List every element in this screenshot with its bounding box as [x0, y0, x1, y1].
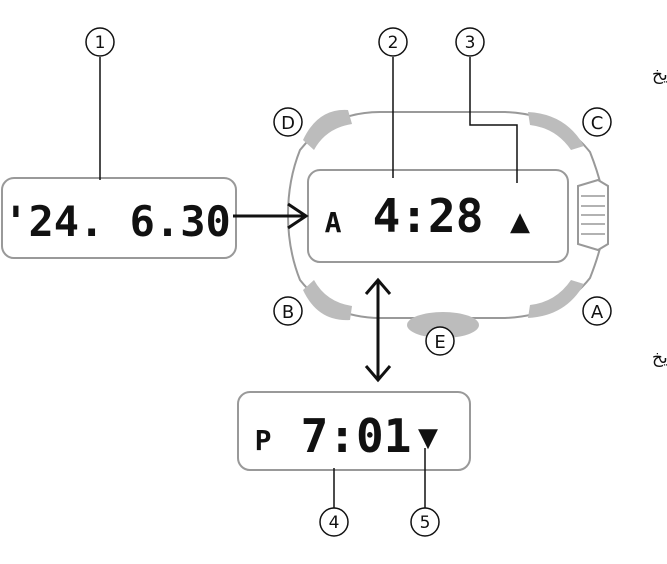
caption-bottom-right: البحث عن تاريخ [652, 348, 667, 368]
svg-text:E: E [434, 332, 445, 353]
arrow-left-to-main [233, 202, 309, 230]
button-label-e: E [425, 326, 455, 356]
button-label-c: C [582, 107, 612, 137]
button-label-d: D [273, 107, 303, 137]
lower-display-prefix: P [255, 424, 272, 457]
button-c-shape[interactable] [528, 112, 584, 150]
leader-line-3 [469, 57, 518, 183]
lower-display-indicator: ▼ [418, 423, 438, 453]
callout-2: 2 [378, 27, 408, 57]
left-display-date: '24. 6.30 [3, 197, 231, 246]
svg-text:5: 5 [420, 513, 431, 533]
svg-text:B: B [282, 302, 294, 323]
button-b-shape[interactable] [303, 280, 352, 321]
callout-4: 4 [319, 507, 349, 537]
svg-text:1: 1 [95, 33, 106, 53]
lower-display-time: 7:01 [301, 409, 412, 463]
button-e-shape[interactable] [407, 312, 479, 338]
svg-text:C: C [591, 113, 604, 134]
left-display-panel [1, 177, 237, 259]
button-a-shape[interactable] [528, 280, 584, 318]
callout-5: 5 [410, 507, 440, 537]
main-display-prefix: A [325, 206, 342, 239]
watch-case-outline [286, 111, 607, 319]
svg-text:A: A [591, 302, 604, 323]
arrow-main-to-lower [364, 277, 392, 383]
main-display-indicator: ▲ [510, 207, 530, 237]
svg-text:3: 3 [465, 33, 476, 53]
callout-3: 3 [455, 27, 485, 57]
caption-top-right: البحث عن تاريخ [652, 65, 667, 85]
crown [577, 178, 609, 252]
lower-display-panel [237, 391, 471, 471]
svg-text:D: D [281, 113, 295, 134]
main-display-time: 4:28 [373, 189, 484, 243]
svg-text:2: 2 [388, 33, 399, 53]
button-d-shape[interactable] [303, 109, 352, 150]
callout-1: 1 [85, 27, 115, 57]
svg-text:4: 4 [329, 513, 340, 533]
button-label-a: A [582, 296, 612, 326]
button-label-b: B [273, 296, 303, 326]
